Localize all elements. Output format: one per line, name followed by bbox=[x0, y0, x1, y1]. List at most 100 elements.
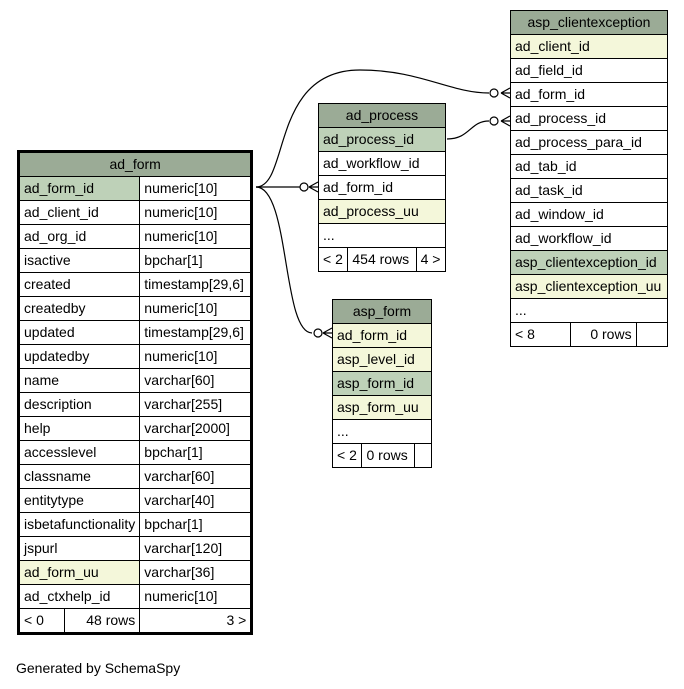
column-row[interactable]: ... bbox=[332, 419, 432, 444]
parents-count[interactable]: < 2 bbox=[331, 443, 363, 468]
column-type: numeric[10] bbox=[139, 224, 253, 249]
table-footer: < 2 0 rows bbox=[331, 443, 433, 468]
column-name: description bbox=[17, 392, 141, 417]
column-row[interactable]: ad_tab_id bbox=[510, 154, 668, 179]
column-name: ad_form_id bbox=[318, 175, 446, 200]
column-name: ad_task_id bbox=[510, 178, 668, 203]
column-name: ad_form_id bbox=[332, 323, 432, 348]
column-type: timestamp[29,6] bbox=[139, 272, 253, 297]
children-count[interactable]: 4 > bbox=[415, 247, 447, 272]
column-row[interactable]: ad_client_id bbox=[510, 34, 668, 59]
generated-by-label: Generated by SchemaSpy bbox=[16, 660, 181, 676]
column-type: varchar[120] bbox=[139, 536, 253, 561]
crowfoot-ce-form bbox=[500, 87, 511, 99]
column-name: ... bbox=[318, 223, 446, 248]
table-title[interactable]: asp_form bbox=[332, 299, 432, 324]
row-count: 454 rows bbox=[347, 247, 417, 272]
column-row[interactable]: ad_field_id bbox=[510, 58, 668, 83]
column-type: numeric[10] bbox=[139, 296, 253, 321]
column-name: ad_org_id bbox=[17, 224, 141, 249]
column-name: ad_ctxhelp_id bbox=[17, 584, 141, 609]
parents-count[interactable]: < 0 bbox=[17, 608, 66, 634]
column-type: timestamp[29,6] bbox=[139, 320, 253, 345]
column-type: varchar[40] bbox=[139, 488, 253, 513]
column-type: varchar[60] bbox=[139, 464, 253, 489]
children-count[interactable]: 3 > bbox=[139, 608, 253, 634]
column-row[interactable]: ad_form_id bbox=[318, 175, 446, 200]
column-name: asp_form_id bbox=[332, 371, 432, 396]
column-type: numeric[10] bbox=[139, 200, 253, 225]
column-row[interactable]: ... bbox=[510, 298, 668, 323]
column-row[interactable]: asp_clientexception_uu bbox=[510, 274, 668, 299]
row-count: 0 rows bbox=[361, 443, 415, 468]
column-type: numeric[10] bbox=[139, 344, 253, 369]
parents-count[interactable]: < 8 bbox=[510, 322, 571, 347]
column-row[interactable]: asp_form_id bbox=[332, 371, 432, 396]
column-name: ad_process_id bbox=[510, 106, 668, 131]
crowfoot-asp-form bbox=[322, 327, 333, 339]
column-name: ad_tab_id bbox=[510, 154, 668, 179]
table-footer: < 2 454 rows 4 > bbox=[317, 247, 447, 272]
column-name: asp_clientexception_id bbox=[510, 250, 668, 275]
children-count[interactable] bbox=[635, 322, 669, 347]
column-name: ... bbox=[332, 419, 432, 444]
column-row[interactable]: ad_window_id bbox=[510, 202, 668, 227]
column-row[interactable]: ad_workflow_id bbox=[510, 226, 668, 251]
edge-ad-form-to-asp-form bbox=[255, 186, 313, 334]
column-name: updatedby bbox=[17, 344, 141, 369]
row-count: 48 rows bbox=[64, 608, 141, 634]
edge-ad-process-to-asp-clientexception bbox=[446, 120, 490, 140]
column-type: bpchar[1] bbox=[139, 512, 253, 537]
optional-marker-ce-form bbox=[489, 88, 499, 98]
column-row[interactable]: ad_workflow_id bbox=[318, 151, 446, 176]
parents-count[interactable]: < 2 bbox=[317, 247, 349, 272]
column-row[interactable]: ... bbox=[318, 223, 446, 248]
column-name: isbetafunctionality bbox=[17, 512, 141, 537]
column-name: help bbox=[17, 416, 141, 441]
column-type: numeric[10] bbox=[139, 584, 253, 609]
column-name: asp_form_uu bbox=[332, 395, 432, 420]
column-name: ad_process_id bbox=[318, 127, 446, 152]
column-row[interactable]: ad_process_uu bbox=[318, 199, 446, 224]
children-count[interactable] bbox=[413, 443, 433, 468]
table-title[interactable]: asp_clientexception bbox=[510, 10, 668, 35]
column-row[interactable]: asp_form_uu bbox=[332, 395, 432, 420]
table-title[interactable]: ad_form bbox=[17, 151, 253, 177]
column-row[interactable]: ad_form_id bbox=[332, 323, 432, 348]
column-name: ad_form_id bbox=[17, 176, 141, 201]
column-type: bpchar[1] bbox=[139, 248, 253, 273]
column-row[interactable]: ad_form_id bbox=[510, 82, 668, 107]
column-row[interactable]: asp_level_id bbox=[332, 347, 432, 372]
column-row[interactable]: ad_process_id bbox=[510, 106, 668, 131]
optional-marker-ce-process bbox=[489, 116, 499, 126]
column-row[interactable]: ad_task_id bbox=[510, 178, 668, 203]
column-row[interactable]: ad_process_para_id bbox=[510, 130, 668, 155]
column-name: updated bbox=[17, 320, 141, 345]
column-type: varchar[36] bbox=[139, 560, 253, 585]
column-row[interactable]: asp_clientexception_id bbox=[510, 250, 668, 275]
table-title[interactable]: ad_process bbox=[318, 103, 446, 128]
column-row[interactable]: ad_process_id bbox=[318, 127, 446, 152]
